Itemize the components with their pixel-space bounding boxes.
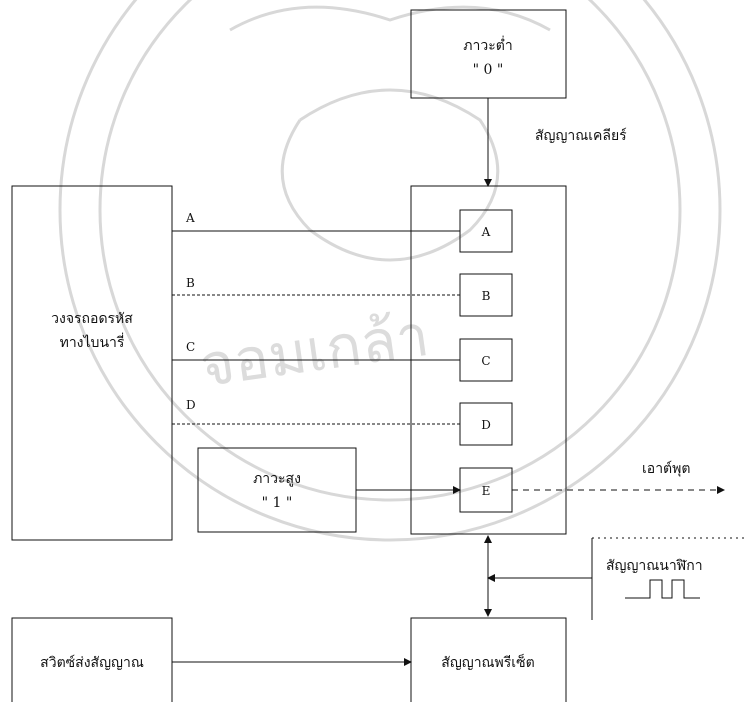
line-C-label: C <box>186 340 195 354</box>
pin-B-label: B <box>482 289 491 303</box>
clear-signal-label: สัญญาณเคลียร์ <box>535 127 627 144</box>
pin-C-label: C <box>481 354 490 368</box>
watermark-seal: จอมเกล้า <box>60 0 720 540</box>
pin-D-label: D <box>481 418 491 432</box>
decoder-label-line2: ทางไบนารี่ <box>60 333 125 351</box>
decoder-block: วงจรถอดรหัส ทางไบนารี่ <box>12 186 172 540</box>
line-D-label: D <box>186 398 196 412</box>
high-state-label: ภาวะสูง <box>253 471 301 487</box>
svg-text:จอมเกล้า: จอมเกล้า <box>196 301 433 400</box>
preset-signal-label: สัญญาณพรีเซ็ต <box>441 653 534 671</box>
clock-waveform-icon <box>625 580 700 598</box>
high-state-value: " 1 " <box>262 495 293 511</box>
pin-E-label: E <box>482 484 491 498</box>
pin-A-label: A <box>481 225 491 239</box>
low-state-value: " 0 " <box>473 62 504 78</box>
pin-D-box: D <box>460 403 512 445</box>
output-label: เอาต์พุต <box>642 460 690 477</box>
switch-block: สวิตซ์ส่งสัญญาณ <box>12 618 172 702</box>
line-D: D <box>172 398 460 424</box>
line-A-label: A <box>185 211 195 225</box>
pin-C-box: C <box>460 339 512 381</box>
line-B-label: B <box>186 276 195 290</box>
preset-block: สัญญาณพรีเซ็ต <box>411 618 566 702</box>
pin-B-box: B <box>460 274 512 316</box>
low-state-block: ภาวะต่ำ " 0 " <box>411 10 566 98</box>
line-A: A <box>172 211 460 231</box>
clock-signal-label: สัญญาณนาฬิกา <box>606 558 703 574</box>
clock-block: สัญญาณนาฬิกา <box>592 538 746 620</box>
decoder-label-line1: วงจรถอดรหัส <box>51 311 133 327</box>
switch-label: สวิตซ์ส่งสัญญาณ <box>40 654 144 671</box>
line-B: B <box>172 276 460 295</box>
low-state-label: ภาวะต่ำ <box>463 36 512 54</box>
